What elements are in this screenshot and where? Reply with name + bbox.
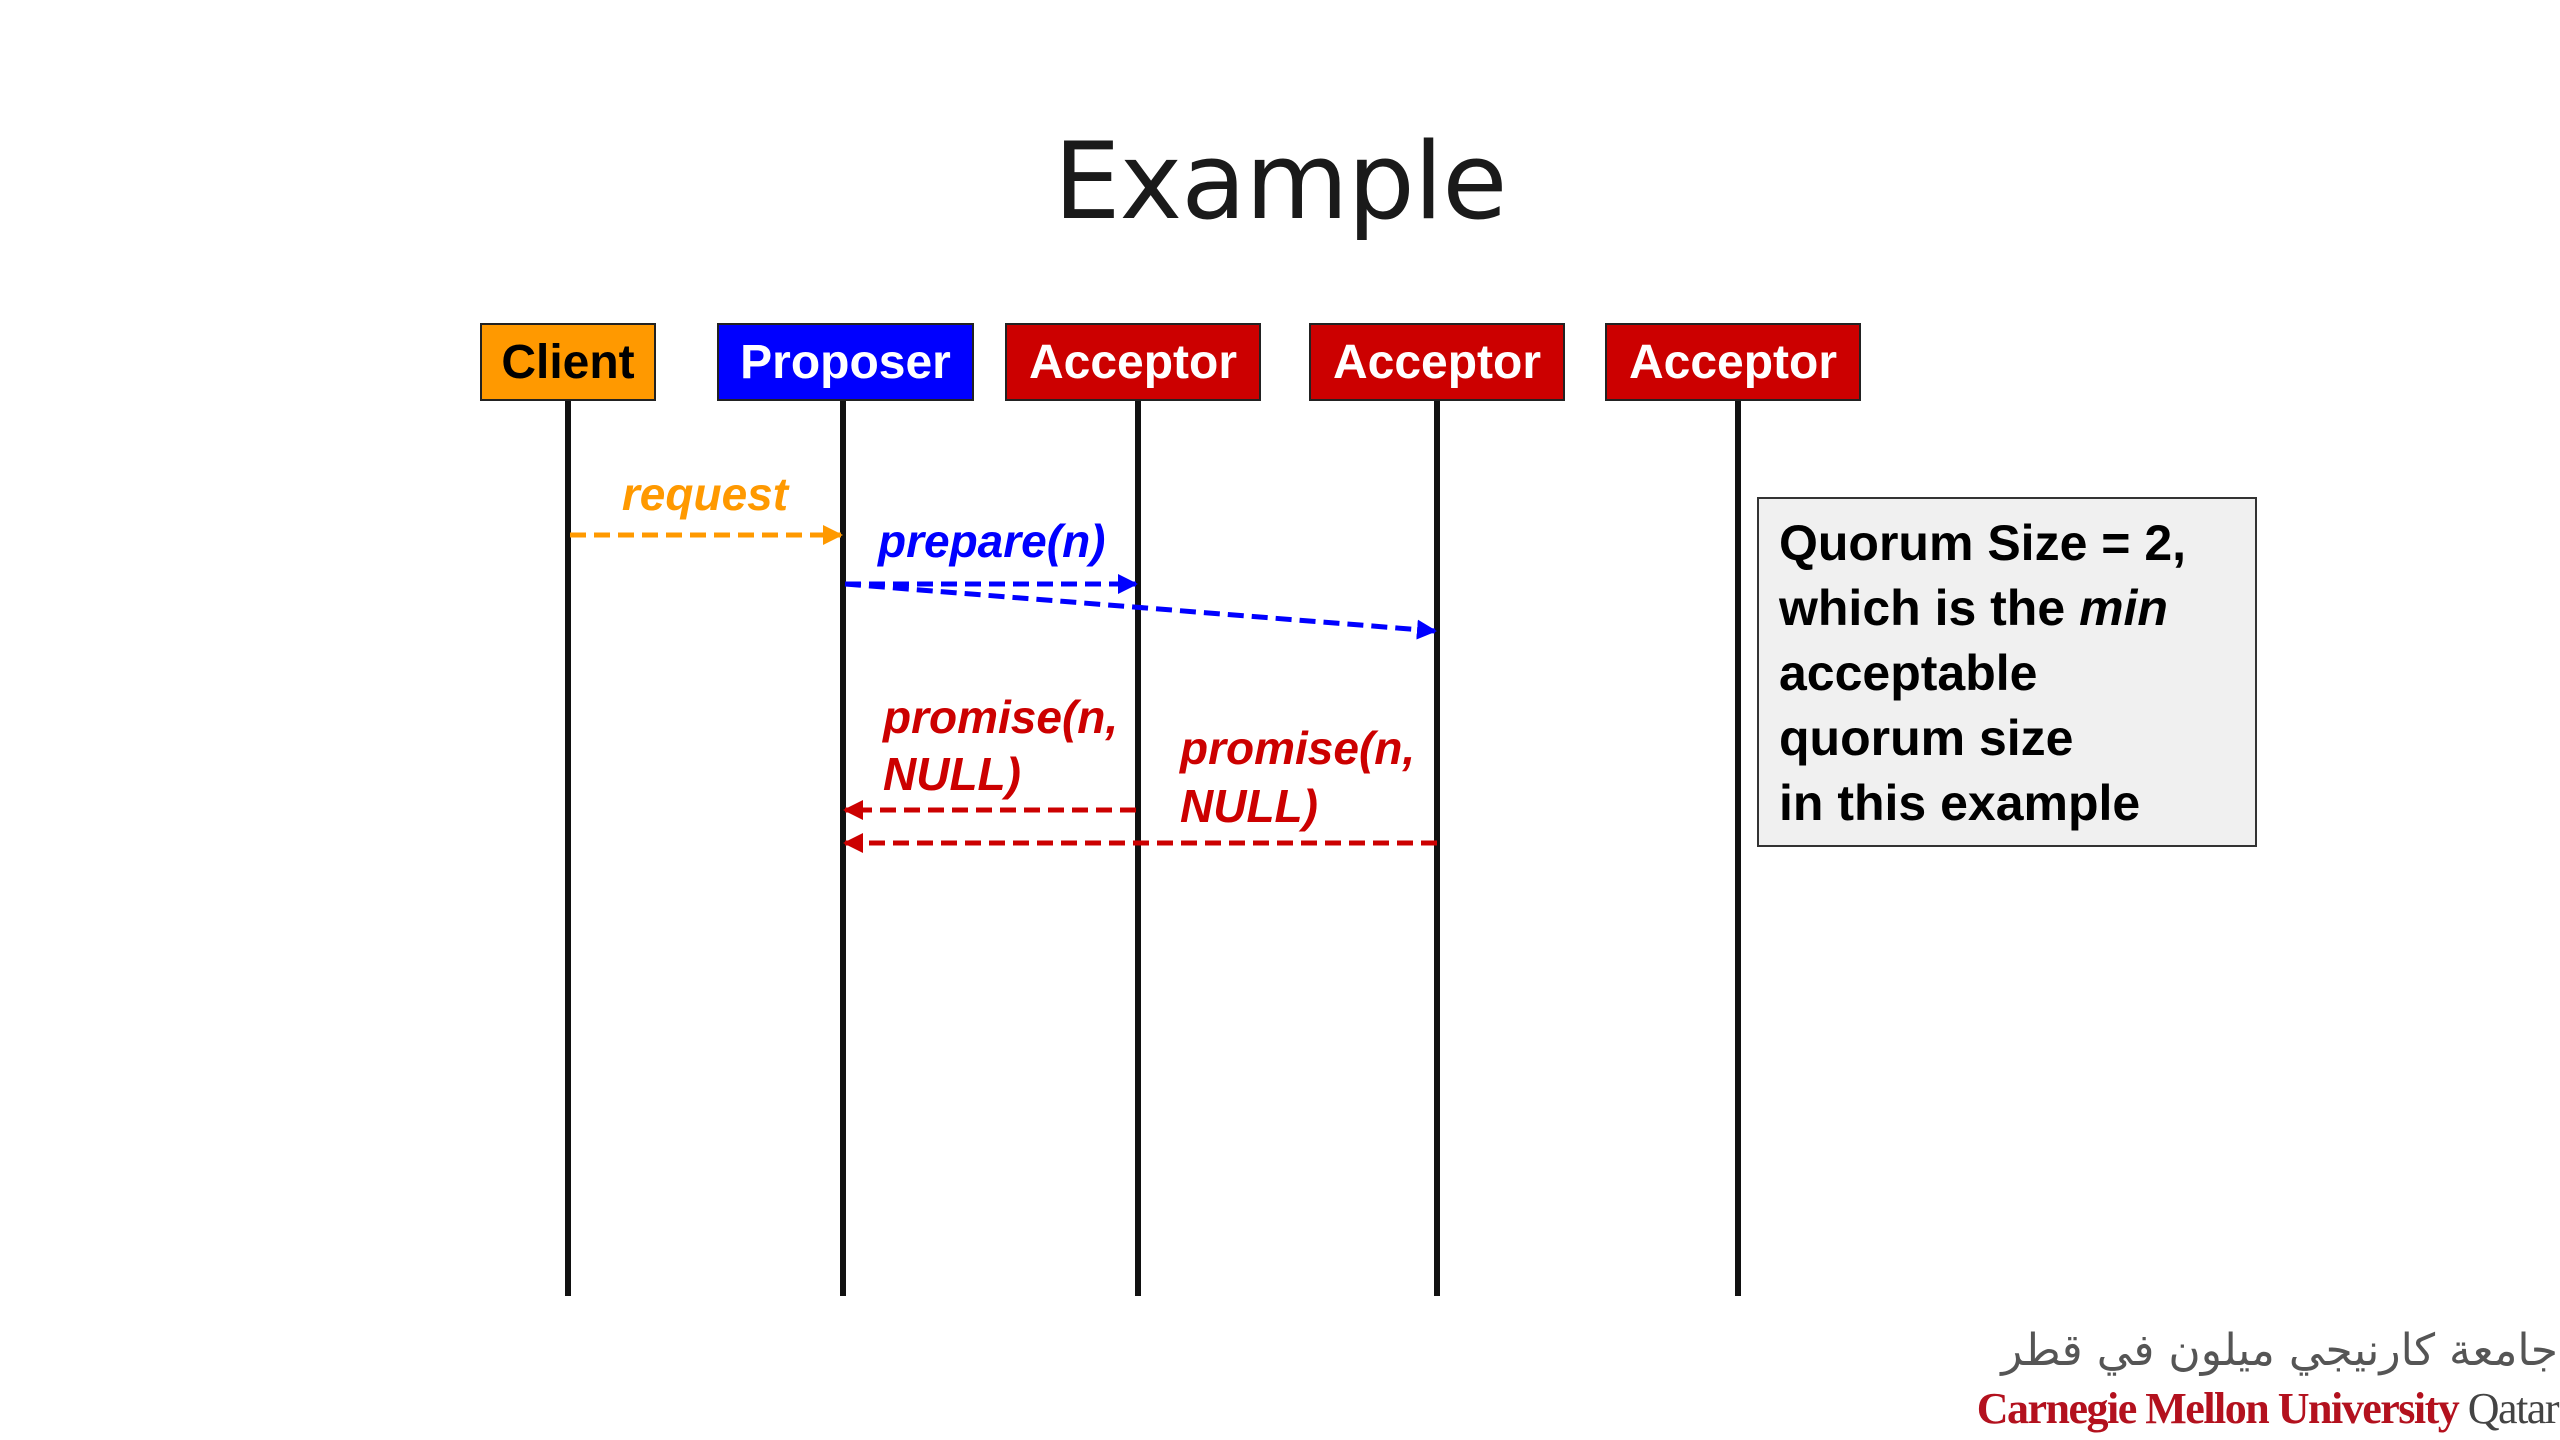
quorum-note-line-3: acceptable — [1779, 645, 2038, 701]
actor-acceptor-2: Acceptor — [1309, 323, 1565, 401]
actor-acceptor-3-label: Acceptor — [1628, 335, 1838, 389]
promise-label-acceptor-2: promise(n, NULL) — [1178, 722, 1428, 832]
request-label: request — [622, 468, 790, 520]
actor-proposer-label: Proposer — [740, 335, 951, 389]
actor-client-label: Client — [501, 335, 635, 389]
logo-qatar-text: Qatar — [2458, 1384, 2560, 1433]
quorum-note: Quorum Size = 2, which is the min accept… — [1757, 497, 2257, 847]
logo-arabic-text: جامعة كارنيجي ميلون في قطر — [2001, 1325, 2558, 1376]
quorum-note-line-2: which is the min — [1779, 580, 2168, 636]
actor-acceptor-2-label: Acceptor — [1332, 335, 1542, 389]
actor-acceptor-1-label: Acceptor — [1028, 335, 1238, 389]
actor-acceptor-3: Acceptor — [1605, 323, 1861, 401]
promise-label-acceptor-1: promise(n, NULL) — [881, 691, 1131, 800]
logo-english-text: Carnegie Mellon University Qatar — [1976, 1383, 2560, 1434]
quorum-note-line-1: Quorum Size = 2, — [1779, 515, 2187, 571]
quorum-note-line-4: quorum size — [1779, 710, 2074, 766]
quorum-note-line-5: in this example — [1779, 775, 2141, 831]
actor-acceptor-1: Acceptor — [1005, 323, 1261, 401]
actor-client: Client — [480, 323, 656, 401]
actor-proposer: Proposer — [717, 323, 974, 401]
slide-title: Example — [1053, 120, 1508, 243]
prepare-arrow-acceptor-2 — [844, 581, 1437, 640]
logo-cmu-text: Carnegie Mellon University — [1976, 1384, 2460, 1433]
prepare-label: prepare(n) — [876, 515, 1105, 567]
university-logo: جامعة كارنيجي ميلون في قطر Carnegie Mell… — [1977, 1325, 2560, 1435]
